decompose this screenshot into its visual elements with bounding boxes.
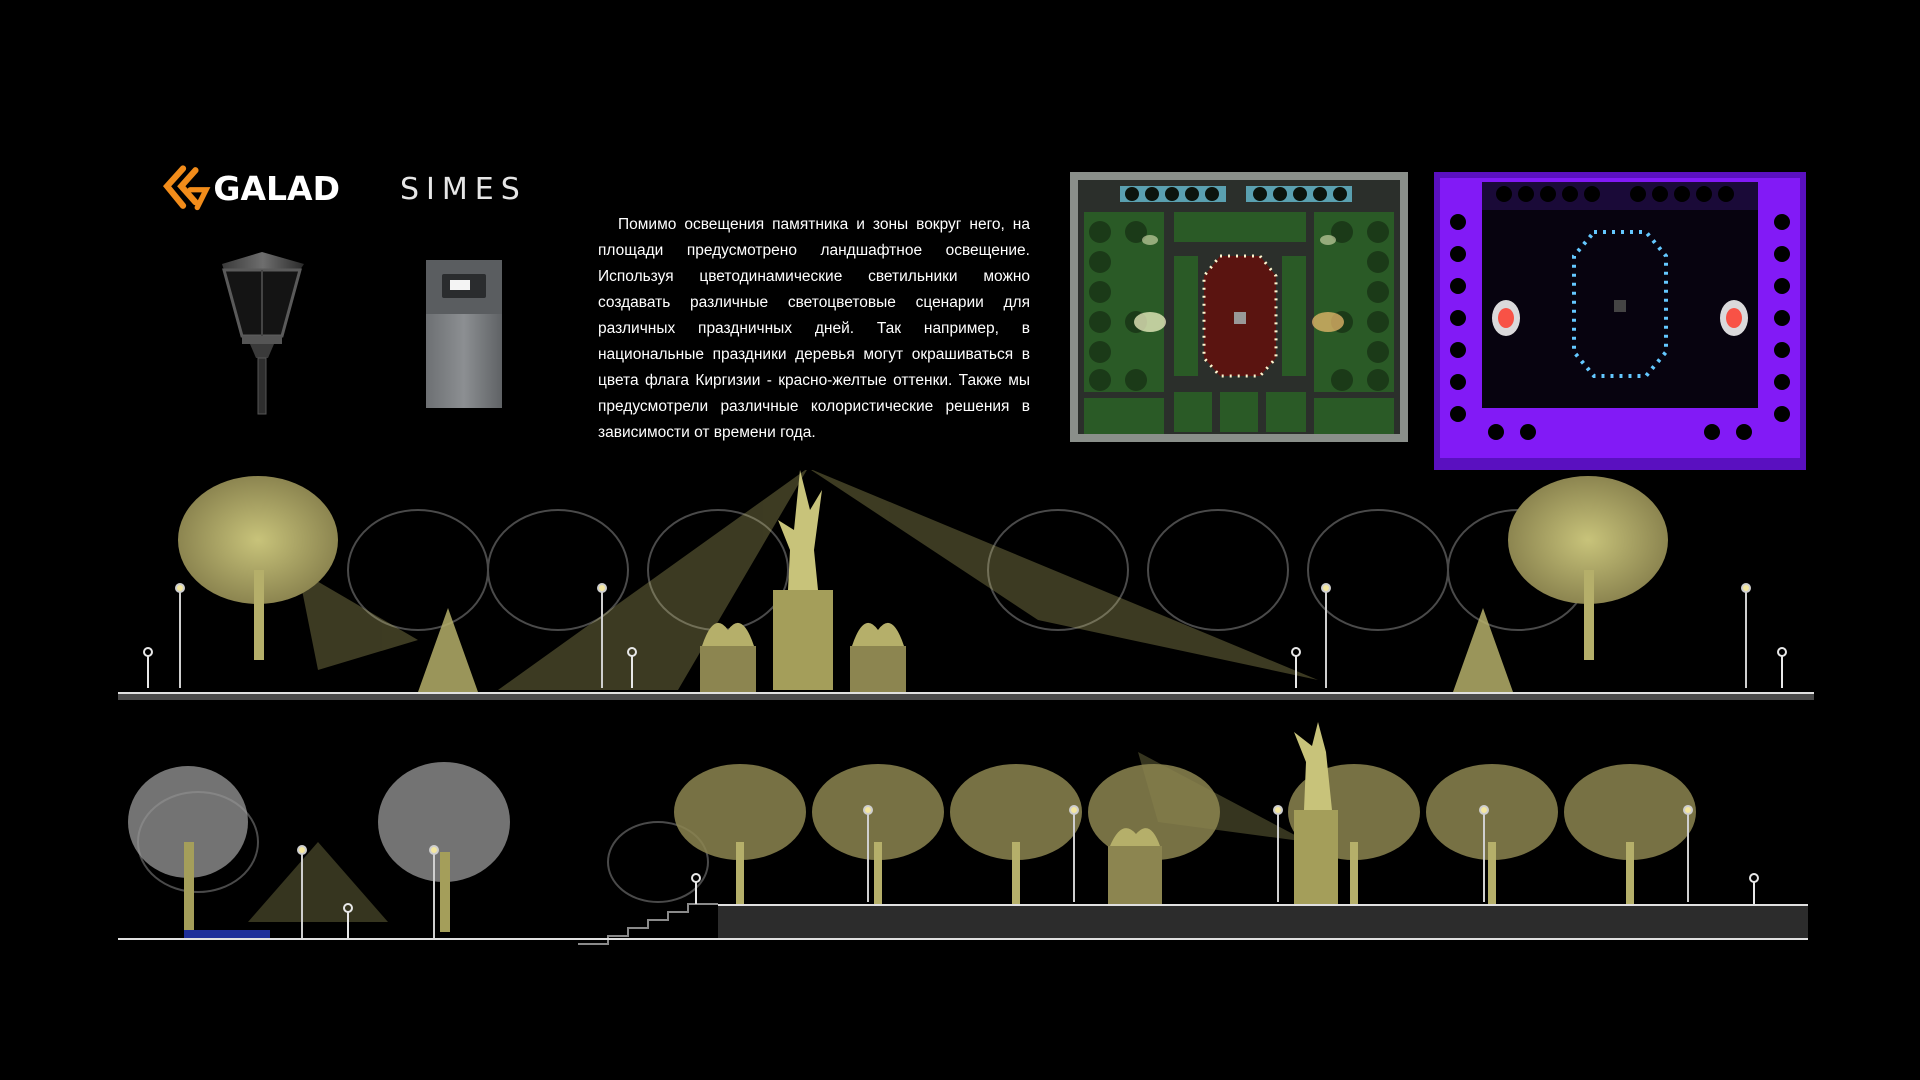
bollard-luminaire-icon: [426, 260, 502, 408]
lighting-plan-color: [1434, 172, 1806, 470]
galad-logo: GALAD: [160, 160, 340, 216]
lantern-luminaire-icon: [222, 252, 304, 415]
elevation-section-lower: [118, 722, 1808, 945]
galad-wordmark: GALAD: [213, 168, 340, 208]
elevation-section-upper: [118, 470, 1814, 700]
lighting-plan-night: [1070, 172, 1408, 442]
simes-logo: SIMES: [400, 172, 527, 207]
description-text: Помимо освещения памятника и зоны вокруг…: [598, 216, 1030, 441]
galad-logo-icon: [163, 165, 211, 211]
